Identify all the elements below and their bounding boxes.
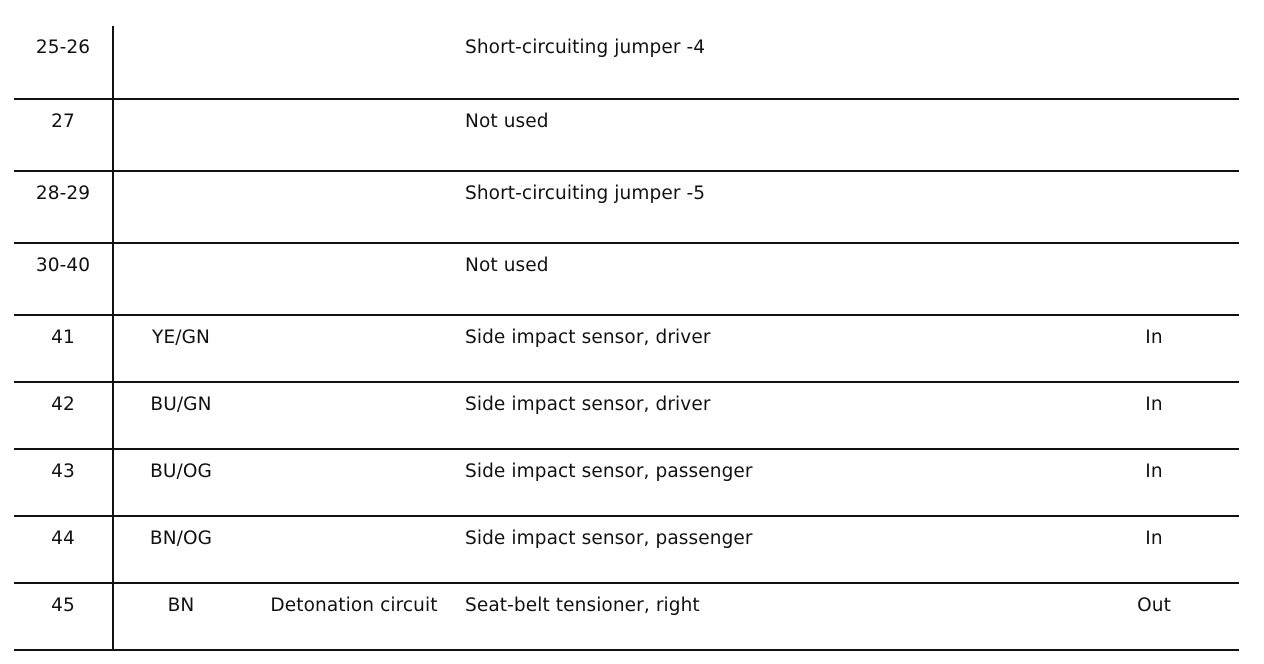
- pin-number: 45: [51, 595, 75, 616]
- pin-number: 41: [51, 327, 75, 348]
- wire-color: YE/GN: [152, 327, 210, 348]
- signal-direction: In: [1145, 461, 1163, 482]
- pin-assignment-table: 25-26 Short-circuiting jumper -4 27 Not …: [14, 26, 1239, 651]
- signal-direction: In: [1145, 394, 1163, 415]
- wire-color: BU/OG: [150, 461, 212, 482]
- wire-color: BN: [167, 595, 195, 616]
- signal-direction: In: [1145, 327, 1163, 348]
- pin-description: Not used: [465, 111, 549, 132]
- pin-description: Side impact sensor, passenger: [465, 461, 753, 482]
- table-row: 28-29 Short-circuiting jumper -5: [14, 172, 1239, 244]
- table-row: 27 Not used: [14, 100, 1239, 172]
- pin-description: Seat-belt tensioner, right: [465, 595, 700, 616]
- table-row: 44 BN/OG Side impact sensor, passenger I…: [14, 517, 1239, 584]
- wire-color: BU/GN: [150, 394, 212, 415]
- pin-number: 42: [51, 394, 75, 415]
- pin-description: Side impact sensor, driver: [465, 394, 711, 415]
- pin-description: Side impact sensor, passenger: [465, 528, 753, 549]
- pin-number: 25-26: [35, 37, 91, 58]
- pin-description: Short-circuiting jumper -4: [465, 37, 706, 58]
- table-row: 45 BN Detonation circuit Seat-belt tensi…: [14, 584, 1239, 651]
- pin-number: 30-40: [35, 255, 91, 276]
- signal-direction: In: [1145, 528, 1163, 549]
- table-row: 25-26 Short-circuiting jumper -4: [14, 26, 1239, 100]
- wire-color: BN/OG: [149, 528, 213, 549]
- pin-description: Short-circuiting jumper -5: [465, 183, 706, 204]
- pin-description: Side impact sensor, driver: [465, 327, 711, 348]
- column-divider: [112, 26, 114, 651]
- table-row: 41 YE/GN Side impact sensor, driver In: [14, 316, 1239, 383]
- signal-direction: Out: [1137, 595, 1171, 616]
- pin-number: 44: [51, 528, 75, 549]
- table-row: 42 BU/GN Side impact sensor, driver In: [14, 383, 1239, 450]
- table-row: 43 BU/OG Side impact sensor, passenger I…: [14, 450, 1239, 517]
- table-row: 30-40 Not used: [14, 244, 1239, 316]
- pin-number: 27: [51, 111, 75, 132]
- pin-number: 43: [51, 461, 75, 482]
- pin-number: 28-29: [35, 183, 91, 204]
- circuit-type: Detonation circuit: [270, 595, 438, 616]
- pin-description: Not used: [465, 255, 549, 276]
